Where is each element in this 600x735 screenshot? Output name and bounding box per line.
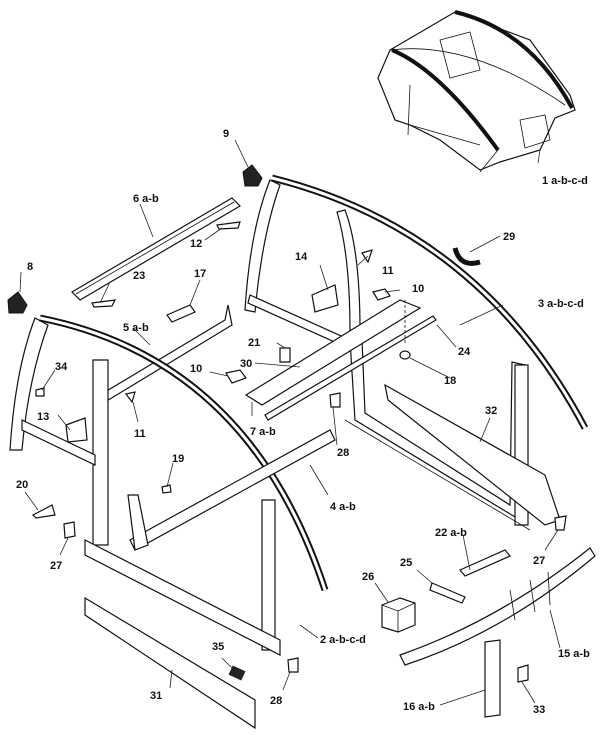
leader-lines [19, 139, 561, 706]
callout-22: 22 a-b [435, 527, 467, 539]
callout-32: 32 [485, 405, 497, 417]
callout-9: 9 [223, 128, 229, 140]
callout-29: 29 [503, 231, 515, 243]
callout-24: 24 [458, 346, 471, 358]
callout-18: 18 [444, 375, 456, 387]
part-14-hinge-bracket [311, 284, 339, 313]
callout-17: 17 [194, 268, 206, 280]
callout-21: 21 [248, 337, 260, 349]
callout-14: 14 [295, 251, 308, 263]
part-24-trim-strip [264, 315, 437, 421]
part-18-nut [399, 350, 411, 360]
part-2-front-frame [9, 314, 329, 656]
callout-4: 4 a-b [330, 501, 356, 513]
part-22-handle-bracket [459, 549, 511, 577]
callout-11a: 11 [134, 428, 146, 440]
callout-26: 26 [362, 571, 374, 583]
callout-33: 33 [533, 704, 545, 716]
callout-34: 34 [55, 361, 68, 373]
callout-13: 13 [37, 411, 49, 423]
rear-frame [244, 179, 361, 349]
part-13-bracket [65, 417, 88, 443]
callout-19: 19 [172, 453, 184, 465]
part-20-bracket [31, 504, 56, 519]
callout-10b: 10 [412, 283, 424, 295]
callout-2: 2 a-b-c-d [320, 634, 366, 646]
callout-12: 12 [190, 238, 202, 250]
callout-8: 8 [27, 261, 33, 273]
callout-30: 30 [240, 358, 252, 370]
callout-23: 23 [133, 270, 145, 282]
part-12-strip [216, 221, 241, 230]
part-10-plate-a [225, 369, 247, 384]
part-27-end-cap-b [554, 515, 567, 531]
part-7-roof-cross-beam [244, 299, 422, 406]
part-27-end-cap-a [63, 521, 76, 539]
callout-11b: 11 [382, 265, 394, 277]
callout-35: 35 [212, 641, 224, 653]
part-5-cross-member [99, 304, 233, 403]
part-8-bracket [7, 291, 28, 314]
callout-10a: 10 [190, 363, 202, 375]
part-21-clip-bracket [279, 347, 291, 363]
callout-3: 3 a-b-c-d [538, 298, 584, 310]
part-28-end-cap-b [329, 392, 341, 408]
part-19-clip [161, 484, 172, 494]
part-25-link [429, 582, 466, 604]
part-11-tab-a [124, 391, 136, 404]
cab-assembly-inset [377, 10, 576, 173]
part-23-strip [91, 299, 117, 308]
callout-6: 6 a-b [133, 193, 159, 205]
callout-27a: 27 [50, 560, 62, 572]
callout-20: 20 [16, 479, 28, 491]
callout-15: 15 a-b [558, 648, 590, 660]
callout-31: 31 [150, 690, 162, 702]
callout-1: 1 a-b-c-d [542, 175, 588, 187]
part-26-block [381, 597, 416, 633]
part-33-plate [517, 664, 529, 683]
part-11-tab-b [361, 249, 373, 264]
part-16-post [484, 639, 501, 718]
callout-25: 25 [400, 557, 412, 569]
callout-5: 5 a-b [123, 322, 149, 334]
part-15-front-cross-bar [399, 547, 596, 666]
callout-28b: 28 [337, 447, 349, 459]
part-31-sill-cover [84, 596, 256, 730]
part-29-grab-handle [452, 247, 481, 266]
part-32-sill-cover [384, 383, 561, 526]
part-6-roof-rail [71, 197, 241, 301]
callout-7: 7 a-b [250, 426, 276, 438]
callout-16: 16 a-b [403, 701, 435, 713]
callout-labels: 1 a-b-c-d 2 a-b-c-d 3 a-b-c-d 4 a-b 5 a-… [16, 128, 590, 716]
callout-28a: 28 [270, 695, 282, 707]
callout-27b: 27 [533, 555, 545, 567]
part-10-plate-b [372, 288, 391, 301]
part-9-bracket [242, 164, 263, 187]
part-17-latch [166, 304, 196, 323]
part-28-end-cap-a [287, 657, 299, 673]
part-35-label [228, 665, 246, 681]
part-4-lower-cross-member [129, 429, 336, 551]
